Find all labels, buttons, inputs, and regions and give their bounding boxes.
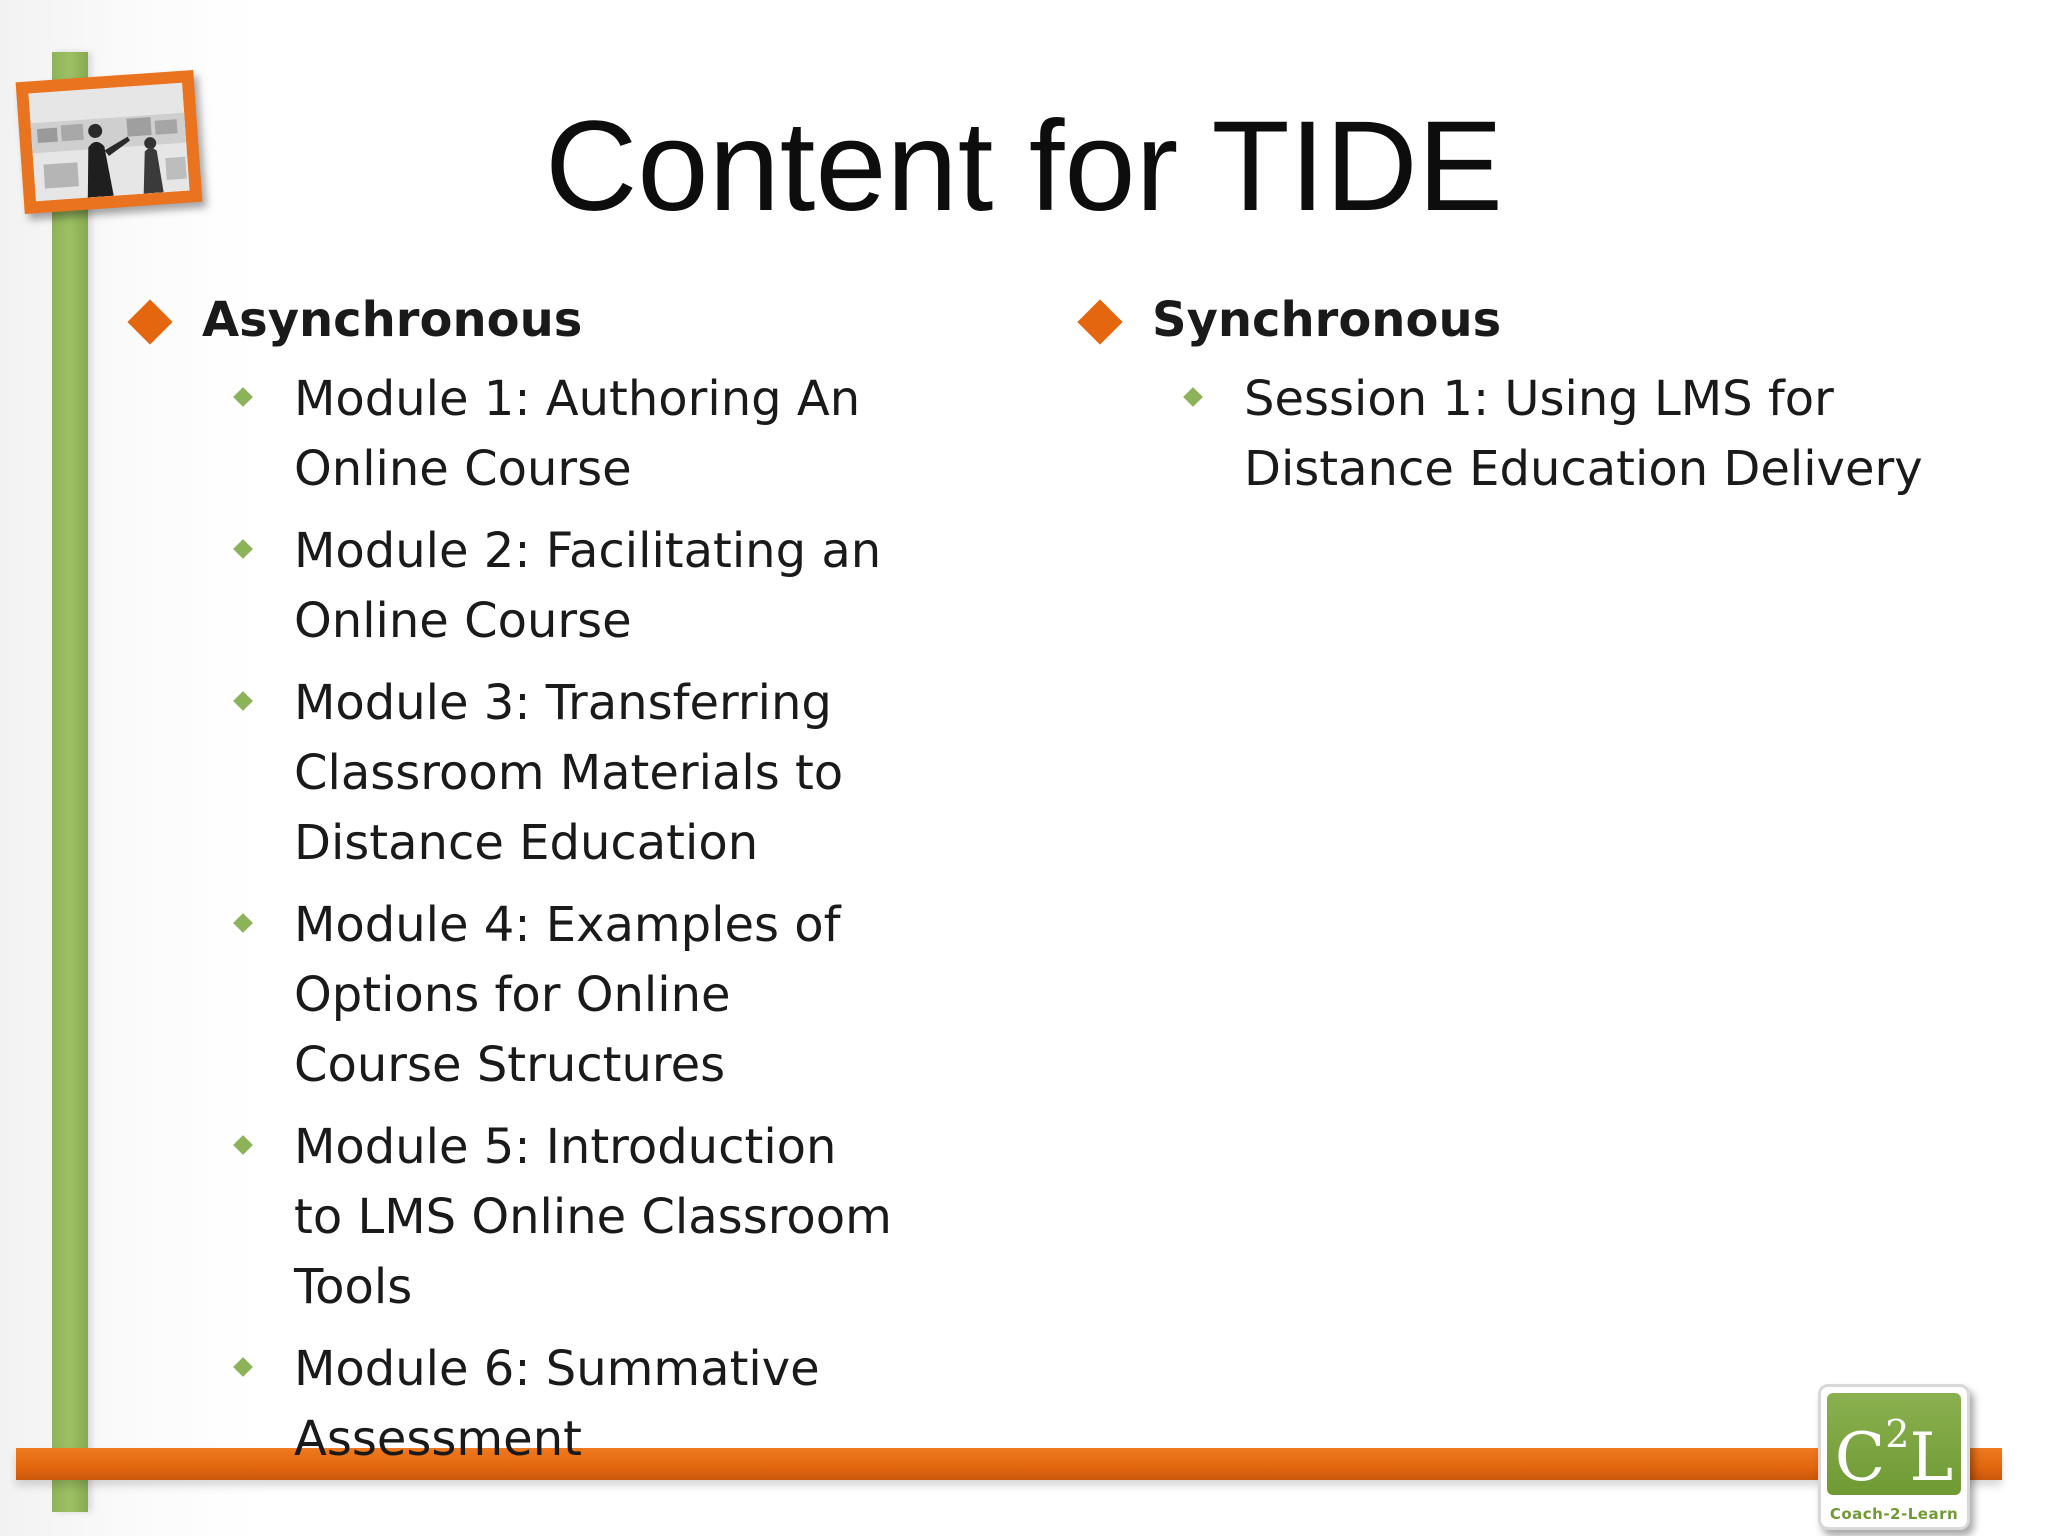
list-item-text: Module 4: Examples of Options for Online… <box>294 897 841 1093</box>
orange-horizontal-bar <box>16 1448 2002 1480</box>
list-item-text: Session 1: Using LMS for Distance Educat… <box>1244 371 1923 497</box>
green-diamond-bullet-icon <box>233 1135 253 1155</box>
synchronous-heading-label: Synchronous <box>1152 292 1502 348</box>
green-diamond-bullet-icon <box>233 1357 253 1377</box>
photo-frame <box>15 69 203 215</box>
list-item-text: Module 6: Summative Assessment <box>294 1341 820 1467</box>
synchronous-heading: Synchronous <box>1076 286 1996 354</box>
asynchronous-heading: Asynchronous <box>126 286 986 354</box>
list-item: Module 6: Summative Assessment <box>126 1334 894 1474</box>
synchronous-list: Session 1: Using LMS for Distance Educat… <box>1076 364 1996 504</box>
list-item-text: Module 5: Introduction to LMS Online Cla… <box>294 1119 892 1315</box>
list-item: Module 1: Authoring An Online Course <box>126 364 894 504</box>
list-item-text: Module 1: Authoring An Online Course <box>294 371 861 497</box>
list-item: Module 5: Introduction to LMS Online Cla… <box>126 1112 894 1322</box>
classroom-photo-image <box>28 82 190 202</box>
green-diamond-bullet-icon <box>1183 387 1203 407</box>
green-diamond-bullet-icon <box>233 913 253 933</box>
list-item: Module 4: Examples of Options for Online… <box>126 890 894 1100</box>
classroom-photo <box>28 82 190 202</box>
logo-mark: C2L <box>1834 1412 1954 1496</box>
list-item: Session 1: Using LMS for Distance Educat… <box>1076 364 1934 504</box>
list-item: Module 2: Facilitating an Online Course <box>126 516 894 656</box>
green-diamond-bullet-icon <box>233 691 253 711</box>
logo-text: Coach-2-Learn <box>1829 1505 1959 1523</box>
list-item-text: Module 2: Facilitating an Online Course <box>294 523 882 649</box>
green-vertical-bar <box>52 52 88 1512</box>
coach-2-learn-logo: C2L Coach-2-Learn <box>1818 1384 1970 1530</box>
green-diamond-bullet-icon <box>233 387 253 407</box>
synchronous-column: Synchronous Session 1: Using LMS for Dis… <box>1076 286 1996 516</box>
list-item: Module 3: Transferring Classroom Materia… <box>126 668 894 878</box>
asynchronous-heading-label: Asynchronous <box>202 292 583 348</box>
logo-mark-block: C2L <box>1827 1393 1961 1496</box>
green-diamond-bullet-icon <box>233 539 253 559</box>
orange-diamond-bullet-icon <box>1077 299 1123 345</box>
asynchronous-column: Asynchronous Module 1: Authoring An Onli… <box>126 286 986 1486</box>
orange-diamond-bullet-icon <box>127 299 173 345</box>
list-item-text: Module 3: Transferring Classroom Materia… <box>294 675 844 871</box>
asynchronous-list: Module 1: Authoring An Online Course Mod… <box>126 364 986 1474</box>
slide-title: Content for TIDE <box>544 95 1504 238</box>
